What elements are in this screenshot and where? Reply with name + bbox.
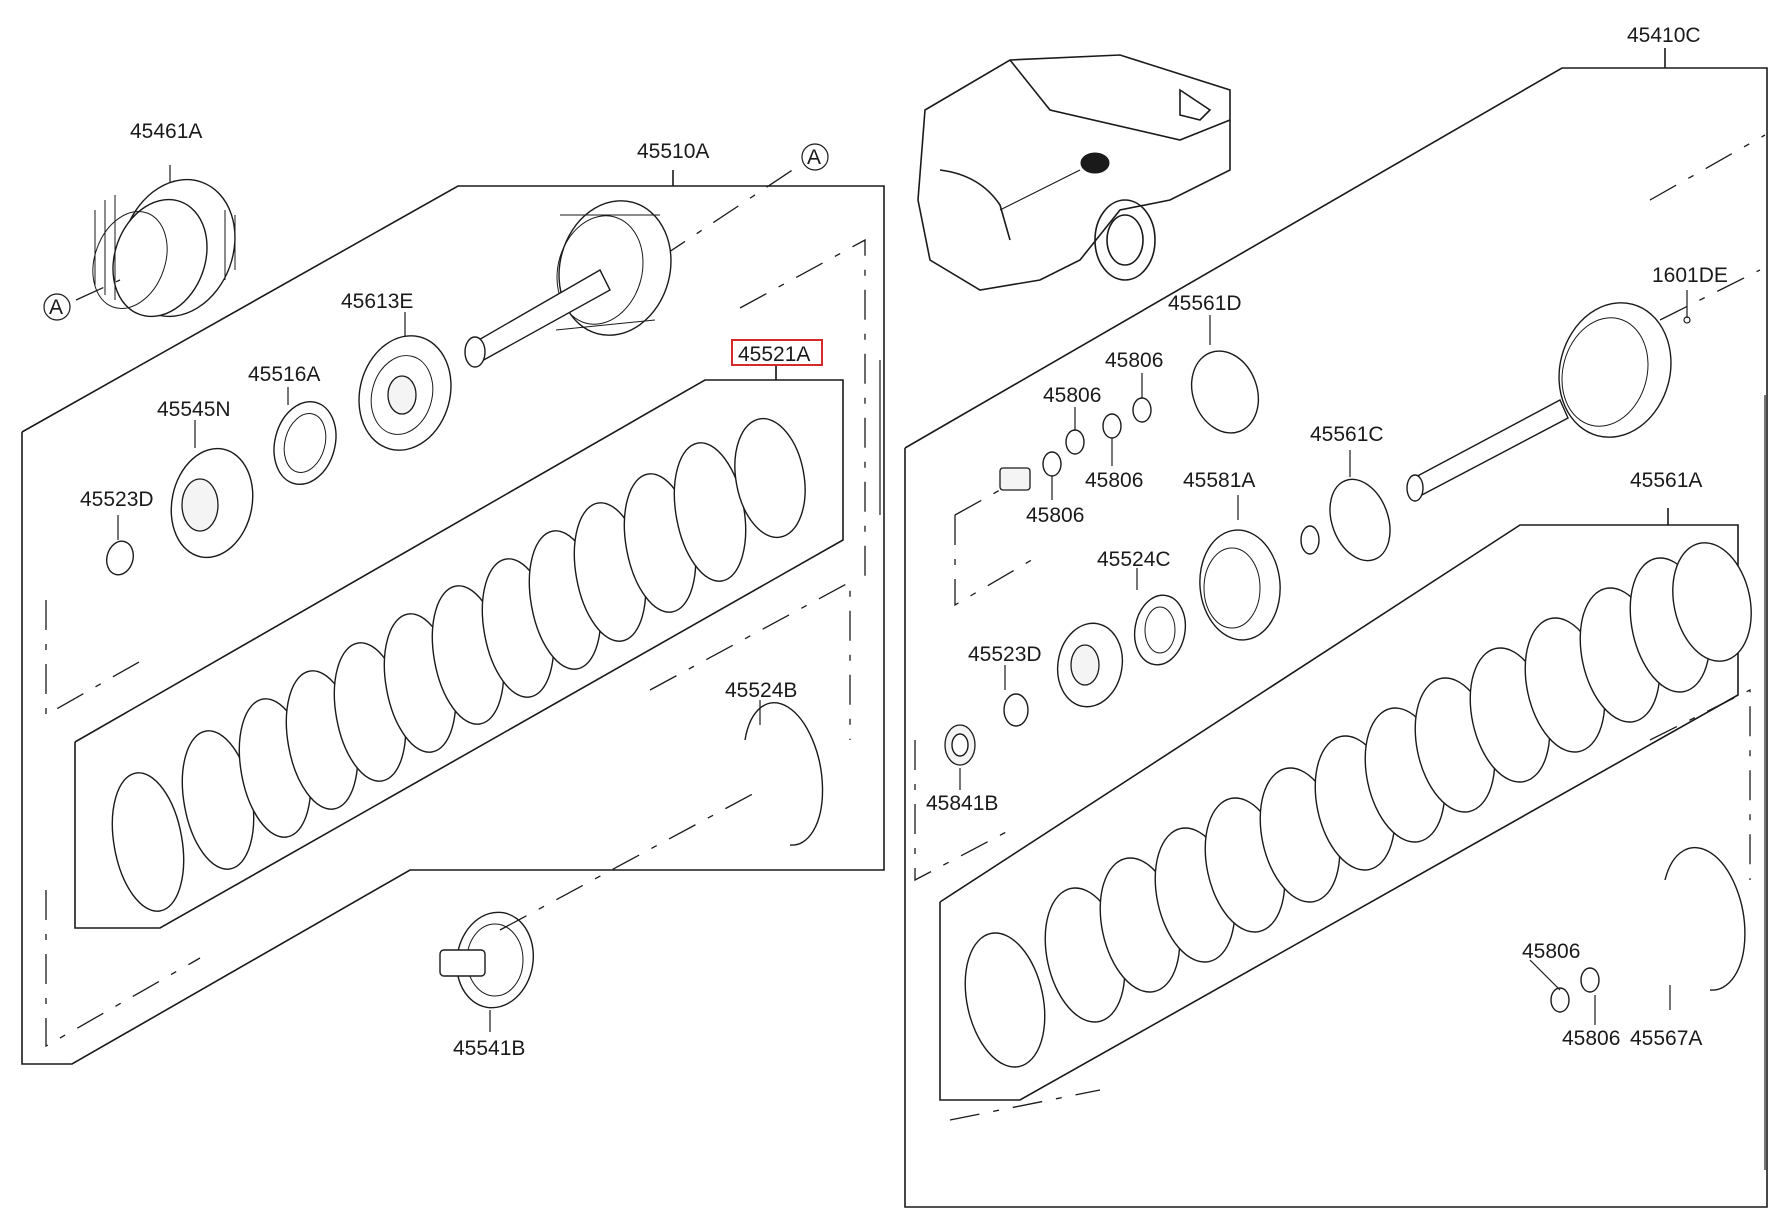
callout-45410C[interactable]: 45410C (1627, 24, 1701, 47)
marker-A-left: A (49, 296, 63, 319)
ring-45523D-left (105, 540, 135, 576)
callout-45806-a[interactable]: 45806 (1105, 349, 1163, 372)
callout-45521A[interactable]: 45521A (738, 343, 810, 366)
callout-45545N[interactable]: 45545N (157, 398, 231, 421)
callout-45806-f[interactable]: 45806 (1562, 1027, 1620, 1050)
callout-45516A[interactable]: 45516A (248, 363, 320, 386)
snap-ring-45524B (744, 701, 824, 846)
callout-45524C[interactable]: 45524C (1097, 548, 1171, 571)
small-rings-45806-upper (1042, 397, 1152, 477)
callout-45561D[interactable]: 45561D (1168, 292, 1242, 315)
ring-45561D (1190, 350, 1260, 434)
left-assembly-outline (21, 170, 885, 1065)
callout-45523D-left[interactable]: 45523D (80, 488, 154, 511)
drum-45461A (92, 178, 236, 318)
callout-45561C[interactable]: 45561C (1310, 423, 1384, 446)
plate-45523D-right (1003, 622, 1124, 727)
callout-45581A[interactable]: 45581A (1183, 469, 1255, 492)
callout-45613E[interactable]: 45613E (341, 290, 413, 313)
ring-45561C (1300, 478, 1391, 562)
small-roller (999, 467, 1031, 491)
right-assembly-outline (904, 48, 1768, 1208)
gear-45541B (439, 911, 535, 1009)
needle-bearing-45524C (1133, 594, 1187, 666)
needle-bearing-45516A (273, 400, 337, 486)
bearing-45613E (358, 335, 452, 451)
piston-45581A (1199, 529, 1281, 641)
callout-45510A[interactable]: 45510A (637, 140, 709, 163)
plate-45545N (170, 447, 254, 559)
clutch-discs-left (111, 417, 806, 912)
callout-45806-b[interactable]: 45806 (1043, 384, 1101, 407)
small-rings-45806-lower (1550, 967, 1600, 1013)
shaft-drum-45510A (464, 200, 672, 368)
highlight-box-45521A (731, 339, 823, 366)
callout-45561A[interactable]: 45561A (1630, 469, 1702, 492)
clutch-pack-box-45561A (939, 508, 1751, 1121)
vehicle-illustration (917, 54, 1231, 291)
callout-45841B[interactable]: 45841B (926, 792, 998, 815)
shaft-drum-1601DE (1406, 302, 1672, 502)
callout-labels: 45461A 45510A A A 45613E 45516A 45545N 4… (43, 24, 1728, 1060)
callout-45806-c[interactable]: 45806 (1085, 469, 1143, 492)
callout-45524B[interactable]: 45524B (725, 679, 797, 702)
leader-lines (775, 366, 1596, 1025)
callout-45541B[interactable]: 45541B (453, 1037, 525, 1060)
callout-45806-d[interactable]: 45806 (1026, 504, 1084, 527)
callout-45461A[interactable]: 45461A (130, 120, 202, 143)
callout-45567A[interactable]: 45567A (1630, 1027, 1702, 1050)
seal-45841B (944, 724, 976, 766)
callout-45806-e[interactable]: 45806 (1522, 940, 1580, 963)
marker-A-top: A (807, 146, 821, 169)
snap-ring-45567A (1664, 846, 1746, 991)
clutch-discs-right (964, 542, 1752, 1068)
callout-45523D-right[interactable]: 45523D (968, 643, 1042, 666)
callout-1601DE[interactable]: 1601DE (1652, 264, 1728, 287)
